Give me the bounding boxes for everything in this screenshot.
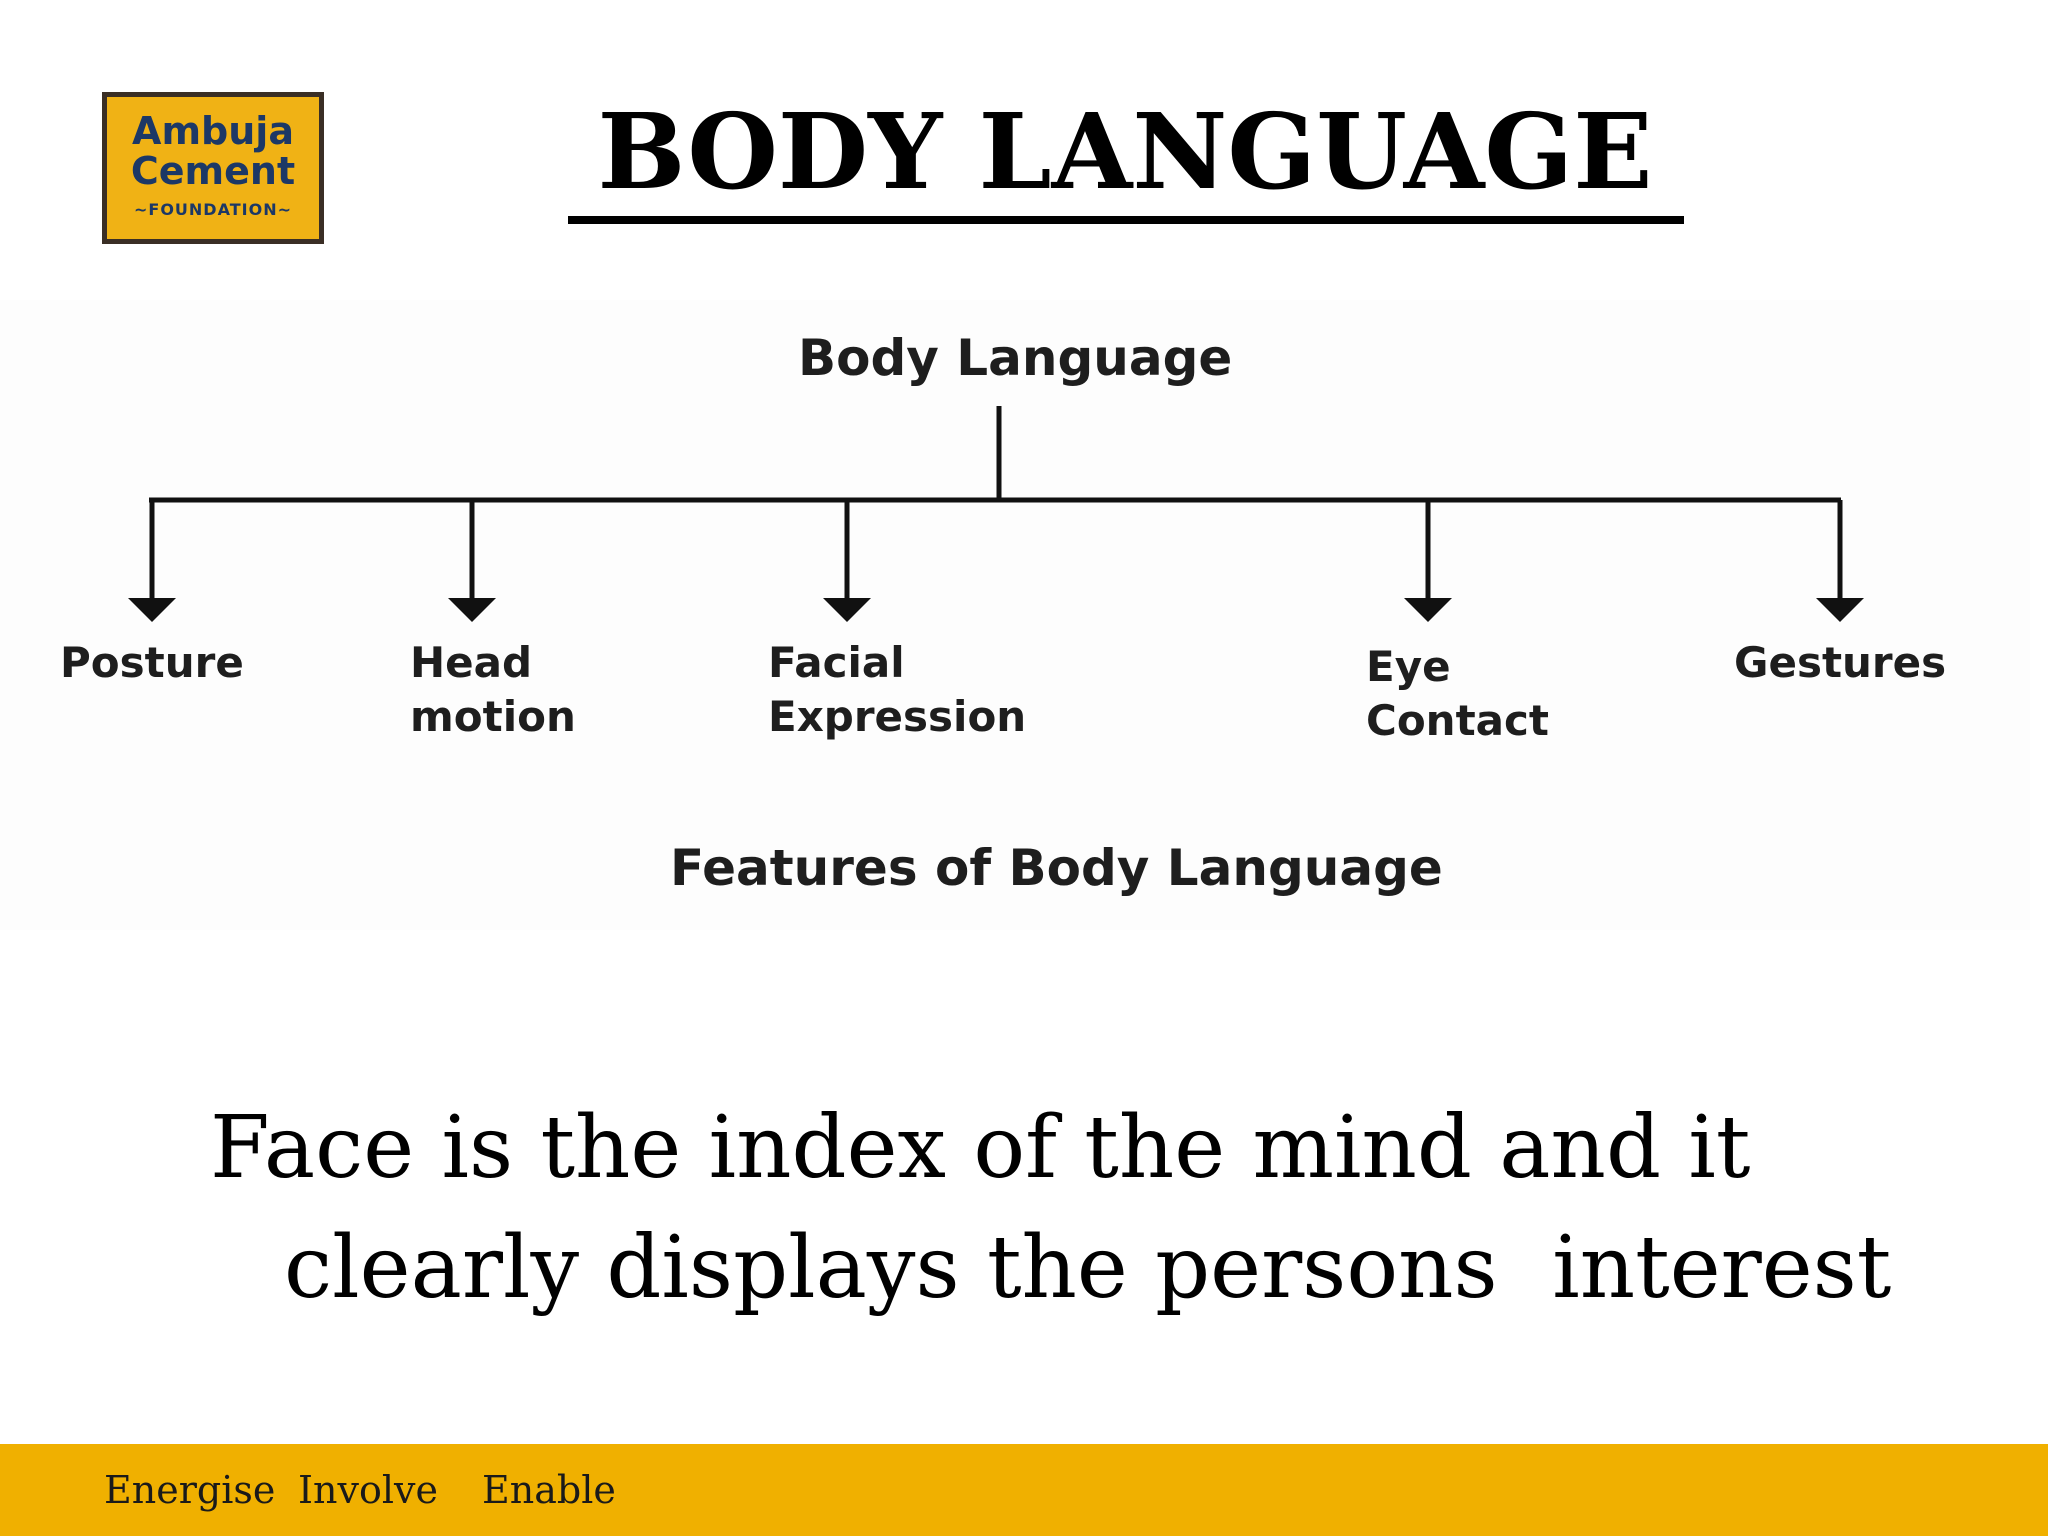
node-facial-expression-line2: Expression — [768, 692, 1027, 741]
arrowhead-gestures — [1816, 598, 1864, 622]
node-eye-contact-line1: Eye — [1366, 642, 1451, 691]
arrowhead-posture — [128, 598, 176, 622]
diagram-panel — [0, 300, 2030, 930]
node-facial-expression: Facial Expression — [768, 636, 1026, 744]
footer-bar: Energise Involve Enable — [0, 1444, 2048, 1536]
node-head-motion-line1: Head — [410, 638, 533, 687]
node-gestures-label: Gestures — [1734, 638, 1947, 687]
node-facial-expression-line1: Facial — [768, 638, 905, 687]
title-underline — [568, 216, 1684, 224]
node-eye-contact-line2: Contact — [1366, 696, 1549, 745]
footer-item-enable: Enable — [482, 1468, 616, 1512]
node-eye-contact: Eye Contact — [1366, 640, 1549, 748]
node-posture: Posture — [60, 636, 244, 690]
ambuja-cement-foundation-logo: Ambuja Cement ~FOUNDATION~ — [102, 92, 324, 244]
logo-text-cement: Cement — [130, 149, 296, 193]
node-posture-label: Posture — [60, 638, 244, 687]
quote-line-2: clearly displays the persons interest — [284, 1218, 1892, 1318]
logo-text-foundation: ~FOUNDATION~ — [133, 200, 292, 219]
arrowhead-eye-contact — [1404, 598, 1452, 622]
arrowhead-facial-expression — [823, 598, 871, 622]
node-body-language: Body Language — [798, 329, 1233, 387]
node-gestures: Gestures — [1734, 636, 1946, 690]
quote-text: Face is the index of the mind and it cle… — [210, 1088, 1910, 1328]
slide-title: BODY LANGUAGE — [597, 90, 1653, 213]
footer-item-energise: Energise — [104, 1468, 276, 1512]
node-head-motion: Head motion — [410, 636, 576, 744]
node-head-motion-line2: motion — [410, 692, 576, 741]
logo-text-ambuja: Ambuja — [132, 109, 294, 153]
diagram-caption: Features of Body Language — [670, 839, 1443, 897]
footer-item-involve: Involve — [298, 1468, 438, 1512]
arrowhead-head-motion — [448, 598, 496, 622]
quote-line-1: Face is the index of the mind and it — [210, 1098, 1751, 1198]
